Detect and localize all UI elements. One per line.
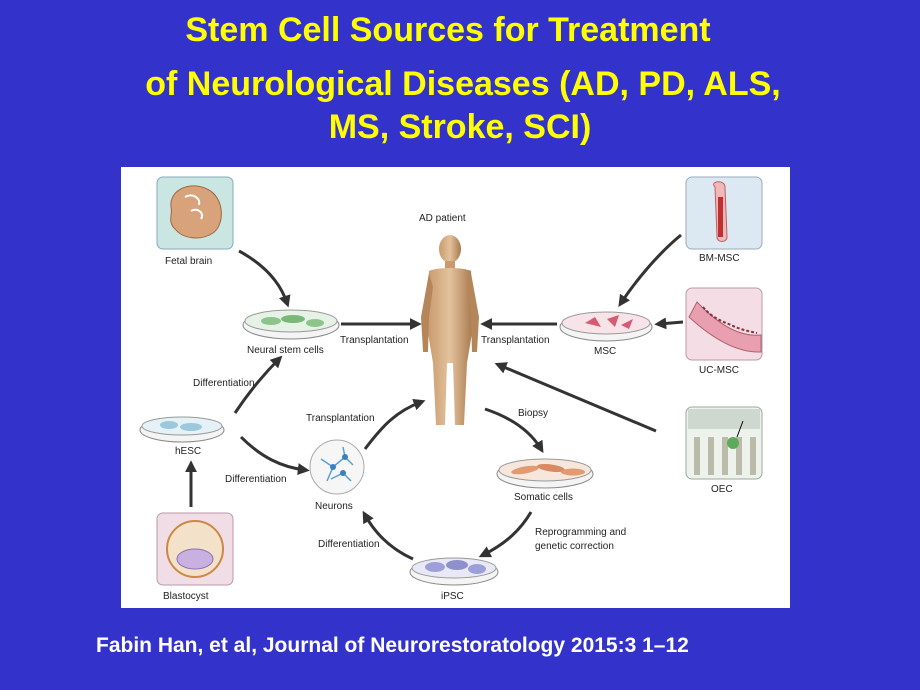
msc-label: MSC [594,346,616,357]
arrow-neurons-to-patient [363,398,426,450]
fetal-brain-panel: Fetal brain [156,176,234,267]
ipsc-label: iPSC [441,591,464,602]
human-body-icon [427,268,473,425]
diagram-arrows [185,233,684,561]
blastocyst-label: Blastocyst [163,591,209,602]
bm-msc-label: BM-MSC [699,253,740,264]
transplantation-right-label: Transplantation [481,335,550,346]
patient-figure: AD patient [419,213,479,425]
somatic-cells-dish: Somatic cells [496,458,594,503]
arrow-hesc-to-neurons [239,435,310,476]
oec-panel: OEC [685,406,763,495]
bm-msc-panel: BM-MSC [685,176,763,264]
blastocyst-panel: Blastocyst [156,512,234,602]
arrow-patient-biopsy [484,407,544,454]
ipsc-dish: iPSC [409,557,499,602]
arrow-oec-to-patient [494,362,657,433]
arrow-somatic-to-ipsc [478,511,533,558]
neurons-circle: Neurons [309,439,365,512]
uc-msc-panel: UC-MSC [685,287,763,376]
citation: Fabin Han, et al, Journal of Neurorestor… [96,634,689,657]
arrow-ipsc-to-neurons [362,510,414,561]
slide-title-line-2: of Neurological Diseases (AD, PD, ALS, [145,65,781,103]
fetal-brain-icon [170,185,222,239]
stem-cell-diagram: Fetal brain Neural stem cells hESC Blast… [121,167,790,608]
oec-label: OEC [711,484,733,495]
fetal-brain-label: Fetal brain [165,256,212,267]
transplantation-left-label: Transplantation [340,335,409,346]
biopsy-label: Biopsy [518,408,548,419]
arrow-uc-to-msc [654,317,684,330]
differentiation-top-label: Differentiation [193,378,255,389]
neurons-label: Neurons [315,501,353,512]
neural-stem-cells-dish: Neural stem cells [242,309,340,356]
umbilical-cord-icon [702,306,758,334]
oec-cell-icon [727,437,739,449]
hesc-label: hESC [175,446,201,457]
msc-dish: MSC [559,311,653,357]
differentiation-bottom-label: Differentiation [318,539,380,550]
somatic-cells-label: Somatic cells [514,492,573,503]
neural-stem-cells-label: Neural stem cells [247,345,324,356]
patient-label: AD patient [419,213,466,224]
arrow-bm-to-msc [618,233,682,307]
arrow-fetal-to-nsc [238,249,291,308]
reprogramming-label-1: Reprogramming and [535,527,626,538]
uc-msc-label: UC-MSC [699,365,739,376]
hesc-dish: hESC [139,416,225,457]
blastocyst-icon [176,548,214,570]
transplantation-neurons-label: Transplantation [306,413,375,424]
slide-title-line-1: Stem Cell Sources for Treatment [185,11,711,49]
arrow-hesc-to-nsc [233,355,283,414]
differentiation-mid-label: Differentiation [225,474,287,485]
reprogramming-label-2: genetic correction [535,541,614,552]
slide-title-line-3: MS, Stroke, SCI) [328,108,592,146]
